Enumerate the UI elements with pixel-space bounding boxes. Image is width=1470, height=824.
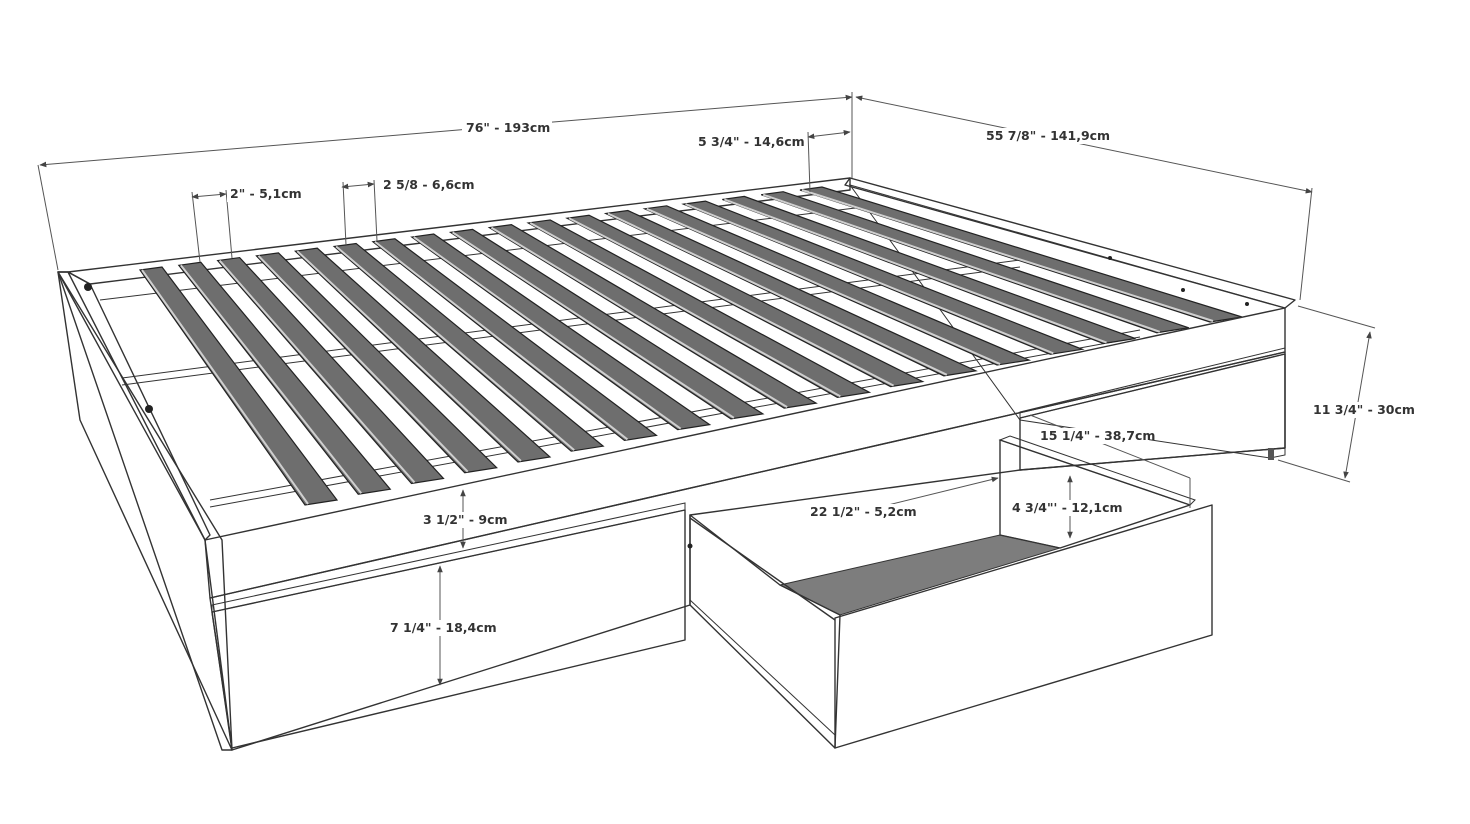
right-side-inner [848,184,1286,459]
slat [332,242,605,452]
right-drawer-front [1019,353,1286,471]
drawer-left-side [689,514,841,749]
dimension-labels: 76" - 193cm 55 7/8" - 141,9cm 2" - 5,1cm… [227,120,1415,636]
slat-edge [374,240,629,441]
slat-edge [218,259,416,484]
overall-width-label: 55 7/8" - 141,9cm [986,128,1110,143]
slat [293,247,552,463]
drawer-front-height-label: 7 1/4" - 18,4cm [390,620,497,635]
slat-edge [685,203,1054,355]
slat [760,191,1189,334]
slat [448,228,765,420]
drawer-right-side [998,435,1196,506]
slat-edge [762,193,1161,333]
slat-edge [141,269,309,505]
slat [642,205,1032,366]
slat [722,195,1136,345]
overall-length-label: 76" - 193cm [466,120,550,135]
slats [138,186,1243,506]
slat-edge [296,250,522,462]
top-rail-height-label: 3 1/2" - 9cm [423,512,508,527]
slat-edge [801,189,1214,322]
drawer-depth-label: 22 1/2" - 5,2cm [810,504,917,519]
drawer-back [999,439,1191,549]
slat-gap-label: 2 5/8 - 6,6cm [383,177,474,192]
drawer-floor [778,534,1062,616]
slat [681,200,1085,355]
slat [371,238,658,442]
slat-edge [529,222,841,398]
slat [255,252,498,474]
end-offset-label: 5 3/4" - 14,6cm [698,134,805,149]
slat-edge [490,226,788,408]
slat [487,224,818,409]
slat-edge [257,255,469,473]
slat-edge [568,217,895,387]
slat-edge [607,212,948,376]
slat-edge [335,245,575,451]
drawer-opening-label: 15 1/4" - 38,7cm [1040,428,1155,443]
drawer-inner-height-label: 4 3/4"' - 12,1cm [1012,500,1123,515]
slat-width-label: 2" - 5,1cm [230,186,302,201]
slat [138,266,339,506]
screws [84,256,1249,549]
slat-edge [452,231,735,419]
slat-edge [724,198,1107,344]
overall-height-label: 11 3/4" - 30cm [1313,402,1415,417]
slat [603,209,978,377]
slat-edge [413,236,682,430]
slat-edge [646,207,1001,365]
slat [410,233,712,431]
slat [565,214,925,388]
slat [216,256,445,485]
drawer-front [834,504,1213,749]
open-drawer [689,435,1213,749]
slat [177,261,392,495]
slat-edge [180,264,363,494]
slat [526,219,872,398]
